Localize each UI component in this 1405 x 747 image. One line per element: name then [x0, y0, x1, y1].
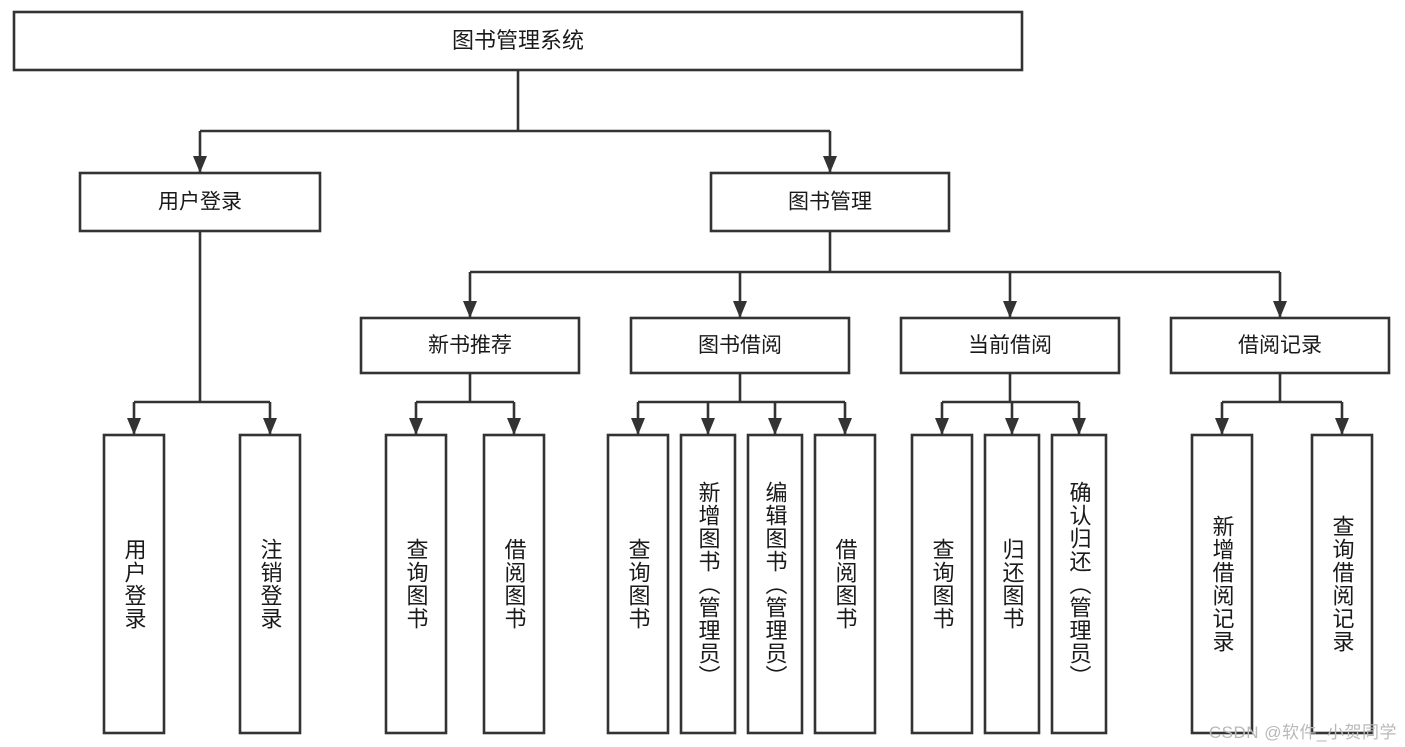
node-user-login-label: 用户登录	[158, 191, 242, 214]
node-borrow-record-label: 借阅记录	[1238, 334, 1322, 357]
book-manage-to-level3-arrow-0	[463, 301, 477, 318]
connectors-layer	[127, 70, 1349, 435]
watermark: CSDN @软件_小贺同学	[1208, 723, 1397, 742]
new-book-recommend-to-leaves-arrow-1	[507, 418, 521, 435]
borrow-record-to-leaves-arrow-0	[1215, 418, 1229, 435]
node-new-book-recommend[interactable]	[359, 316, 581, 375]
book-borrow-to-leaves-arrow-3	[838, 418, 852, 435]
user-login-to-leaves-arrow-1	[263, 418, 277, 435]
node-book-borrow-label: 图书借阅	[698, 334, 782, 357]
new-book-recommend-to-leaves-arrow-0	[409, 418, 423, 435]
node-leaf-user-login[interactable]	[102, 433, 166, 735]
user-login-to-leaves-arrow-0	[127, 418, 141, 435]
book-manage-to-level3-arrow-3	[1273, 301, 1287, 318]
node-leaf-borrow-book-2[interactable]	[813, 433, 877, 735]
node-current-borrow[interactable]	[899, 316, 1121, 375]
node-leaf-query-book-3[interactable]	[910, 433, 974, 735]
node-leaf-return-book[interactable]	[983, 433, 1041, 735]
node-book-manage-label: 图书管理	[788, 191, 872, 214]
root-to-level2-arrow-0	[193, 156, 207, 173]
node-leaf-logout[interactable]	[238, 433, 302, 735]
node-leaf-query-book-1[interactable]	[384, 433, 448, 735]
node-user-login[interactable]	[78, 171, 322, 233]
node-current-borrow-label: 当前借阅	[968, 334, 1052, 357]
node-book-borrow[interactable]	[629, 316, 851, 375]
node-book-manage[interactable]	[709, 171, 951, 233]
book-borrow-to-leaves-arrow-1	[701, 418, 715, 435]
node-root[interactable]	[12, 10, 1024, 72]
book-borrow-to-leaves-arrow-2	[768, 418, 782, 435]
book-borrow-to-leaves-arrow-0	[631, 418, 645, 435]
node-leaf-edit-book[interactable]	[746, 433, 804, 735]
root-to-level2-arrow-1	[823, 156, 837, 173]
node-leaf-query-record[interactable]	[1310, 433, 1374, 735]
current-borrow-to-leaves-arrow-2	[1072, 418, 1086, 435]
node-leaf-add-record[interactable]	[1190, 433, 1254, 735]
boxes-layer	[12, 10, 1391, 735]
node-new-book-recommend-label: 新书推荐	[428, 334, 512, 357]
current-borrow-to-leaves-arrow-0	[935, 418, 949, 435]
book-manage-to-level3-arrow-1	[733, 301, 747, 318]
node-leaf-confirm-return[interactable]	[1050, 433, 1108, 735]
current-borrow-to-leaves-arrow-1	[1005, 418, 1019, 435]
node-root-label: 图书管理系统	[452, 28, 584, 53]
borrow-record-to-leaves-arrow-1	[1335, 418, 1349, 435]
node-leaf-borrow-book-1[interactable]	[482, 433, 546, 735]
node-leaf-add-book[interactable]	[679, 433, 737, 735]
book-manage-to-level3-arrow-2	[1003, 301, 1017, 318]
node-borrow-record[interactable]	[1169, 316, 1391, 375]
node-leaf-query-book-2[interactable]	[606, 433, 670, 735]
